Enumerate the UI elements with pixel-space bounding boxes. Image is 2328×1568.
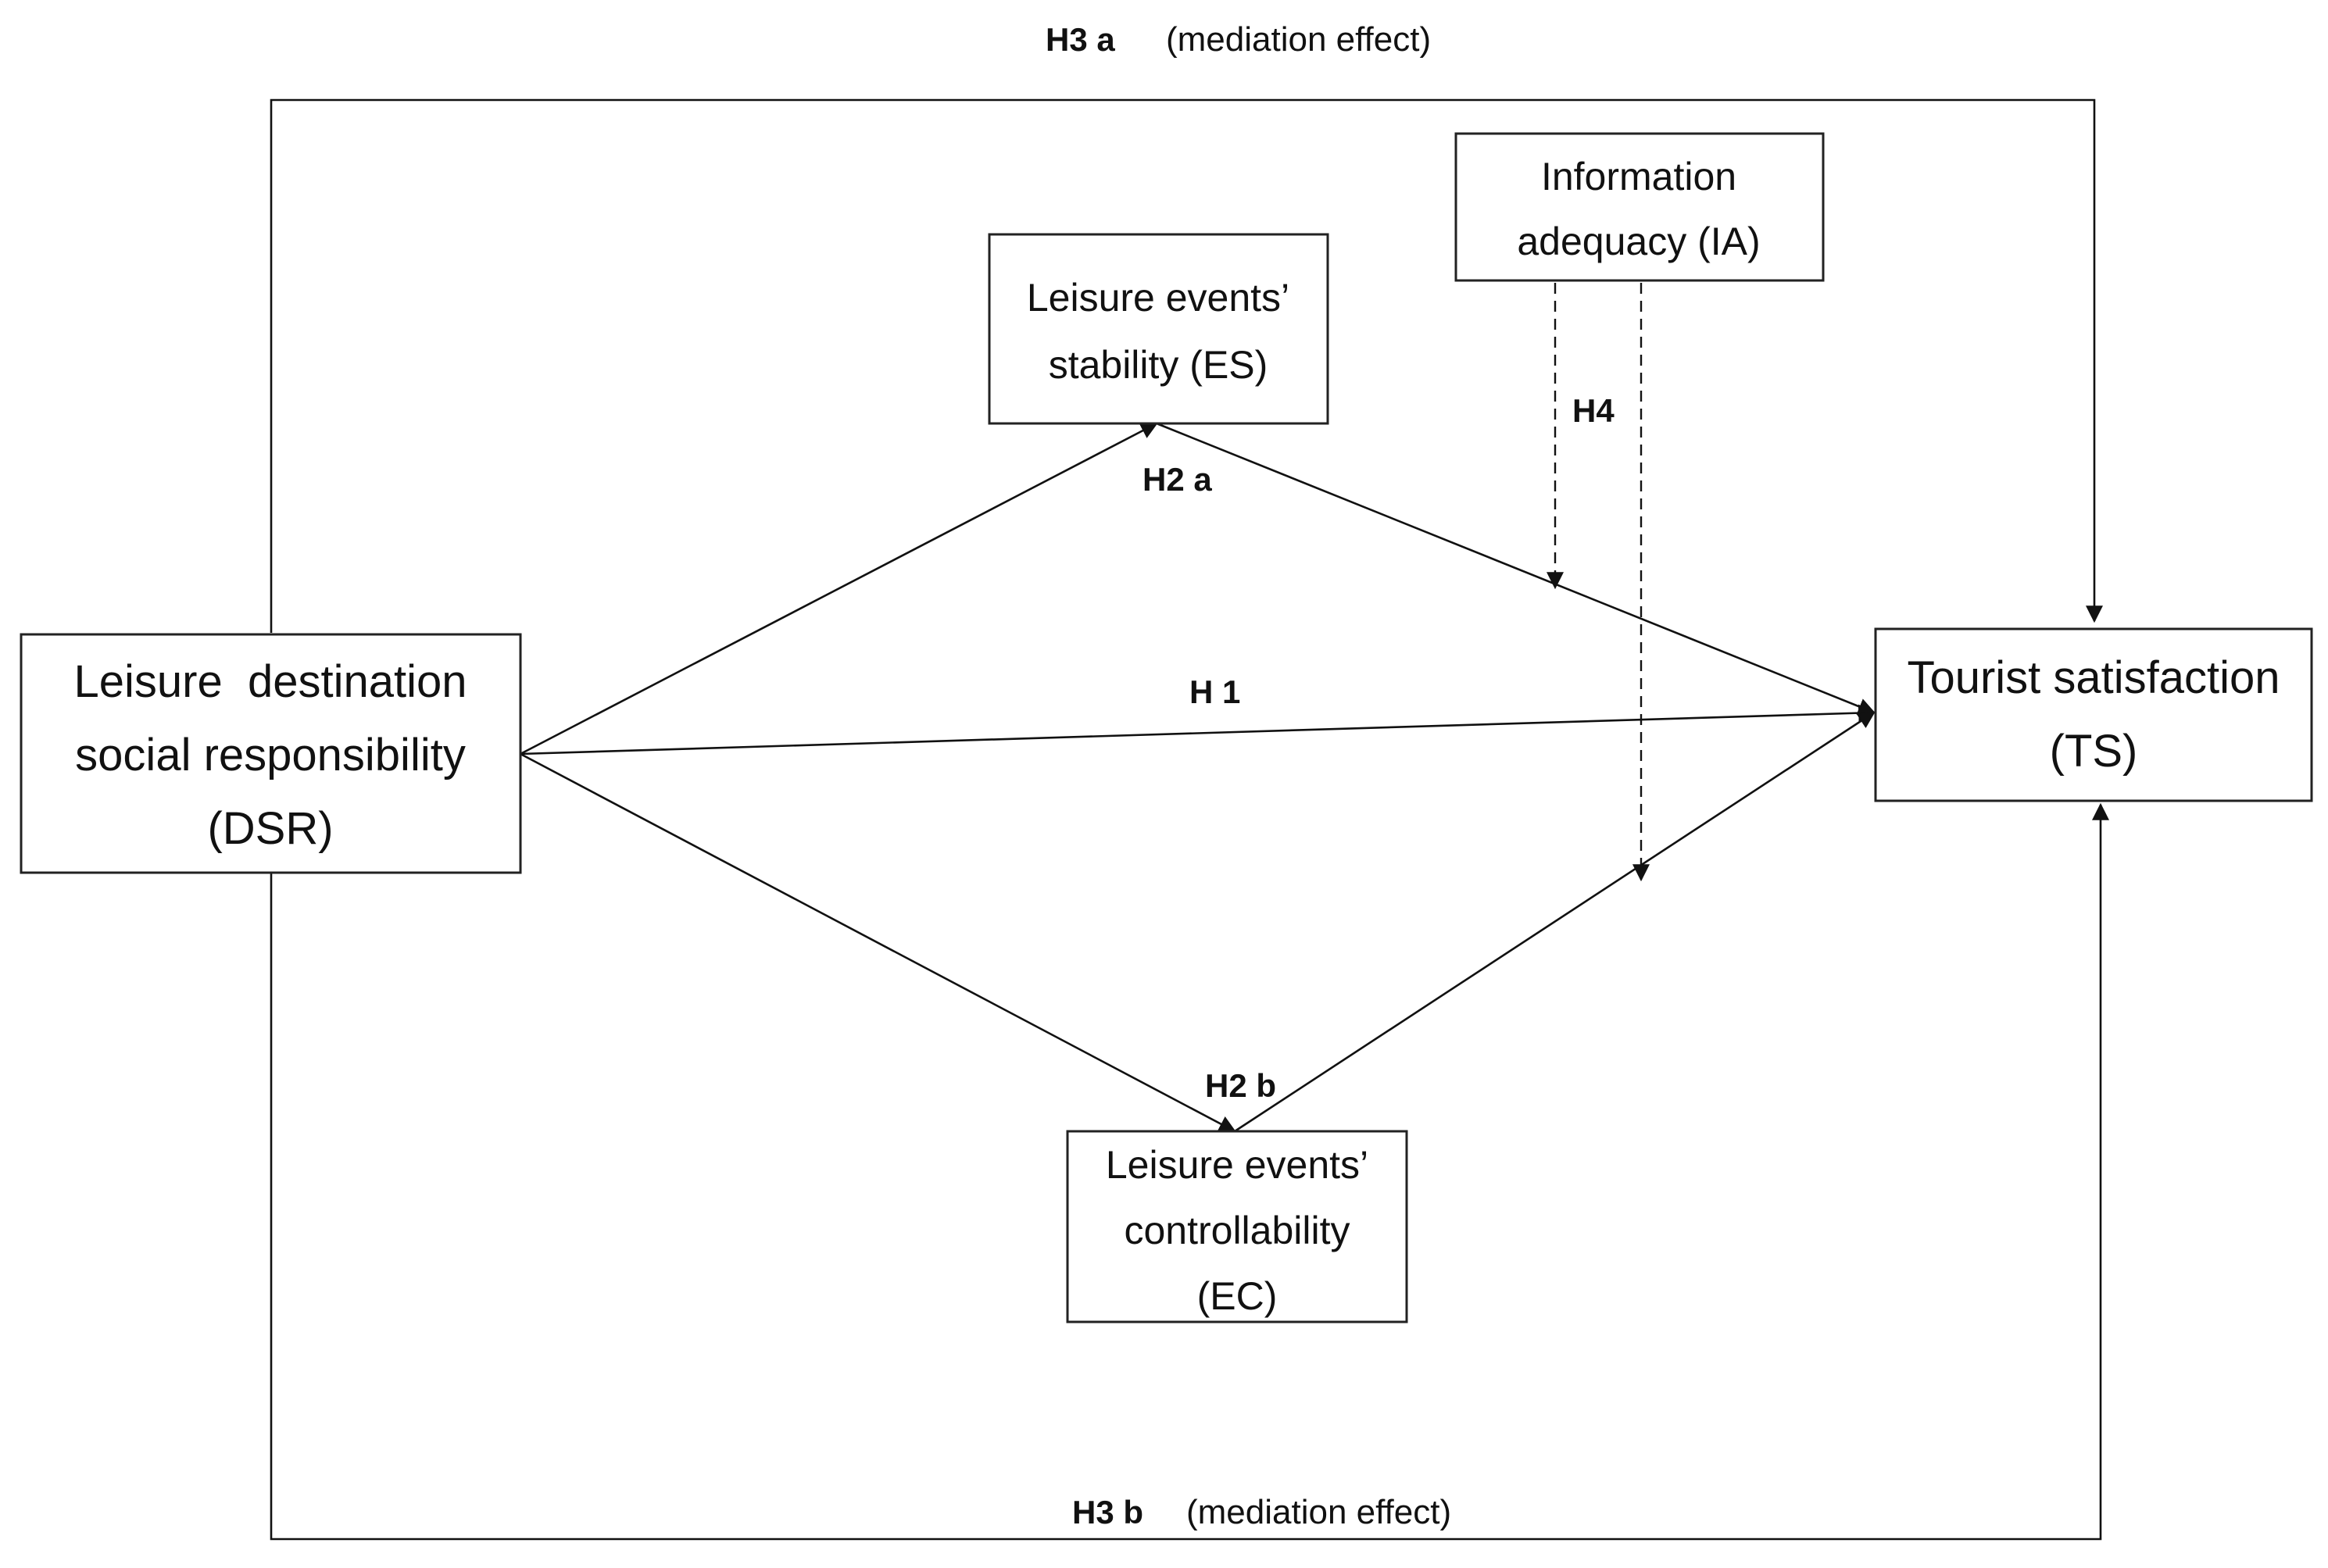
- label-h1: H 1: [1189, 673, 1240, 710]
- node-ts-line-1: Tourist satisfaction: [1907, 652, 2280, 703]
- node-ia-line-1: Information: [1541, 155, 1736, 198]
- label-h3a-note: (mediation effect): [1166, 20, 1431, 59]
- label-h3b-note: (mediation effect): [1186, 1493, 1451, 1531]
- label-h2a: H2 a: [1143, 461, 1212, 498]
- node-ec: Leisure events’ controllability (EC): [1066, 1130, 1408, 1323]
- node-es-line-1: Leisure events’: [1027, 276, 1289, 320]
- node-ec-line-3: (EC): [1197, 1274, 1278, 1318]
- node-dsr: Leisure destination social responsibilit…: [20, 633, 522, 874]
- dsr-to-es-path: [520, 422, 1158, 755]
- ec-to-ts-path: [1234, 711, 1876, 1133]
- node-es-line-2: stability (ES): [1049, 343, 1268, 387]
- node-ia: Information adequacy (IA): [1454, 132, 1825, 282]
- node-ec-line-2: controllability: [1124, 1209, 1350, 1252]
- node-ts: Tourist satisfaction (TS): [1874, 627, 2313, 802]
- label-h2b: H2 b: [1205, 1067, 1276, 1104]
- label-h4: H4: [1572, 392, 1615, 429]
- node-ia-line-2: adequacy (IA): [1517, 220, 1760, 263]
- h1-path: [520, 704, 1876, 755]
- node-ec-line-1: Leisure events’: [1106, 1143, 1368, 1187]
- h3b-path: [270, 802, 2109, 1541]
- node-ts-line-2: (TS): [2050, 726, 2138, 777]
- dsr-to-ec-path: [520, 752, 1236, 1133]
- node-dsr-line-1: Leisure destination: [74, 656, 467, 707]
- node-es: Leisure events’ stability (ES): [988, 233, 1329, 425]
- node-dsr-line-2: social responsibility: [75, 730, 466, 780]
- node-dsr-line-3: (DSR): [207, 803, 333, 854]
- label-h3a: H3 a: [1046, 21, 1115, 58]
- h3a-path: [270, 98, 2103, 633]
- es-to-ts-path: [1156, 422, 1876, 715]
- label-h3b: H3 b: [1072, 1494, 1143, 1530]
